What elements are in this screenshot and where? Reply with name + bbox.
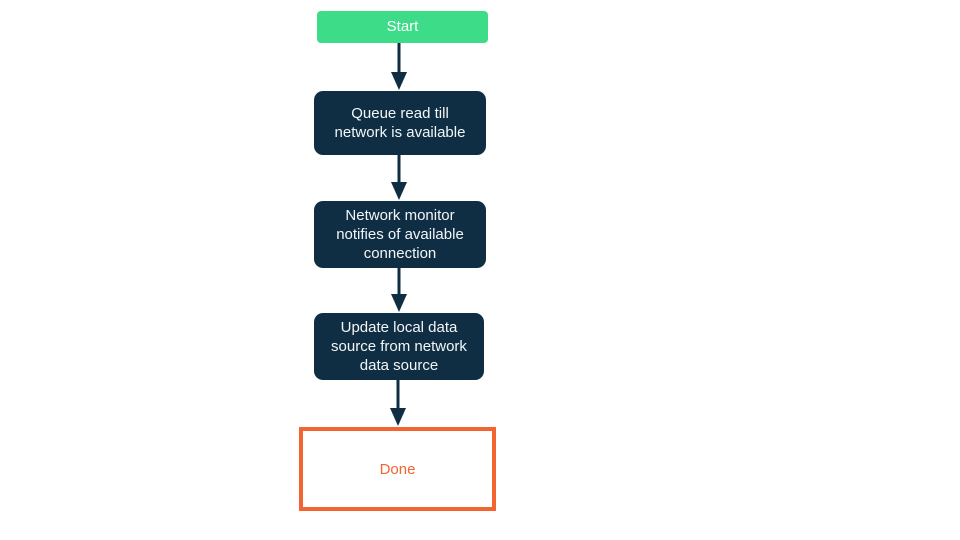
flow-node-done[interactable]: Done [299,427,496,511]
arrow-network-monitor-to-update-local [391,268,407,312]
flow-node-update-local-label: Update local data source from network da… [331,319,467,374]
flow-node-queue-read[interactable]: Queue read till network is available [314,91,486,155]
flow-node-start-label: Start [386,18,419,35]
flow-node-start[interactable]: Start [317,11,488,43]
flow-node-network-monitor[interactable]: Network monitor notifies of available co… [314,201,486,268]
flow-node-update-local[interactable]: Update local data source from network da… [314,313,484,380]
arrow-update-local-to-done [390,380,406,426]
flow-node-done-label: Done [379,460,416,478]
arrow-queue-read-to-network-monitor [391,155,407,200]
flow-node-queue-read-label: Queue read till network is available [334,105,466,141]
arrow-start-to-queue-read [391,43,407,90]
flow-node-network-monitor-label: Network monitor notifies of available co… [336,207,464,262]
